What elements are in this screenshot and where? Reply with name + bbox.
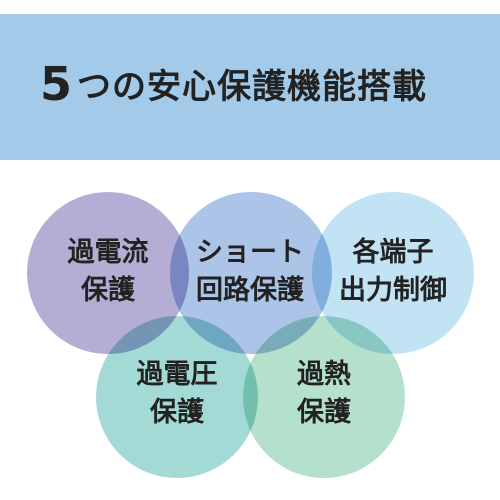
overcurrent-label: 過電流 保護 — [38, 234, 178, 310]
short-circuit-label-line1: ショート — [196, 237, 304, 268]
header-banner — [0, 14, 500, 160]
terminal-output-label: 各端子 出力制御 — [318, 234, 468, 310]
overvoltage-label: 過電圧 保護 — [107, 356, 247, 432]
overcurrent-label-line2: 保護 — [81, 275, 135, 306]
short-circuit-label: ショート 回路保護 — [175, 234, 325, 310]
terminal-output-label-line1: 各端子 — [352, 237, 434, 268]
overheat-label-line1: 過熱 — [297, 359, 351, 390]
overcurrent-label-line1: 過電流 — [67, 237, 149, 268]
overheat-label-line2: 保護 — [297, 397, 351, 428]
overvoltage-label-line1: 過電圧 — [136, 359, 218, 390]
header-number: 5 — [40, 57, 74, 111]
overvoltage-label-line2: 保護 — [150, 397, 204, 428]
header-title-text: つの安心保護機能搭載 — [77, 67, 428, 107]
terminal-output-label-line2: 出力制御 — [339, 275, 447, 306]
short-circuit-label-line2: 回路保護 — [196, 275, 304, 306]
overheat-label: 過熱 保護 — [254, 356, 394, 432]
